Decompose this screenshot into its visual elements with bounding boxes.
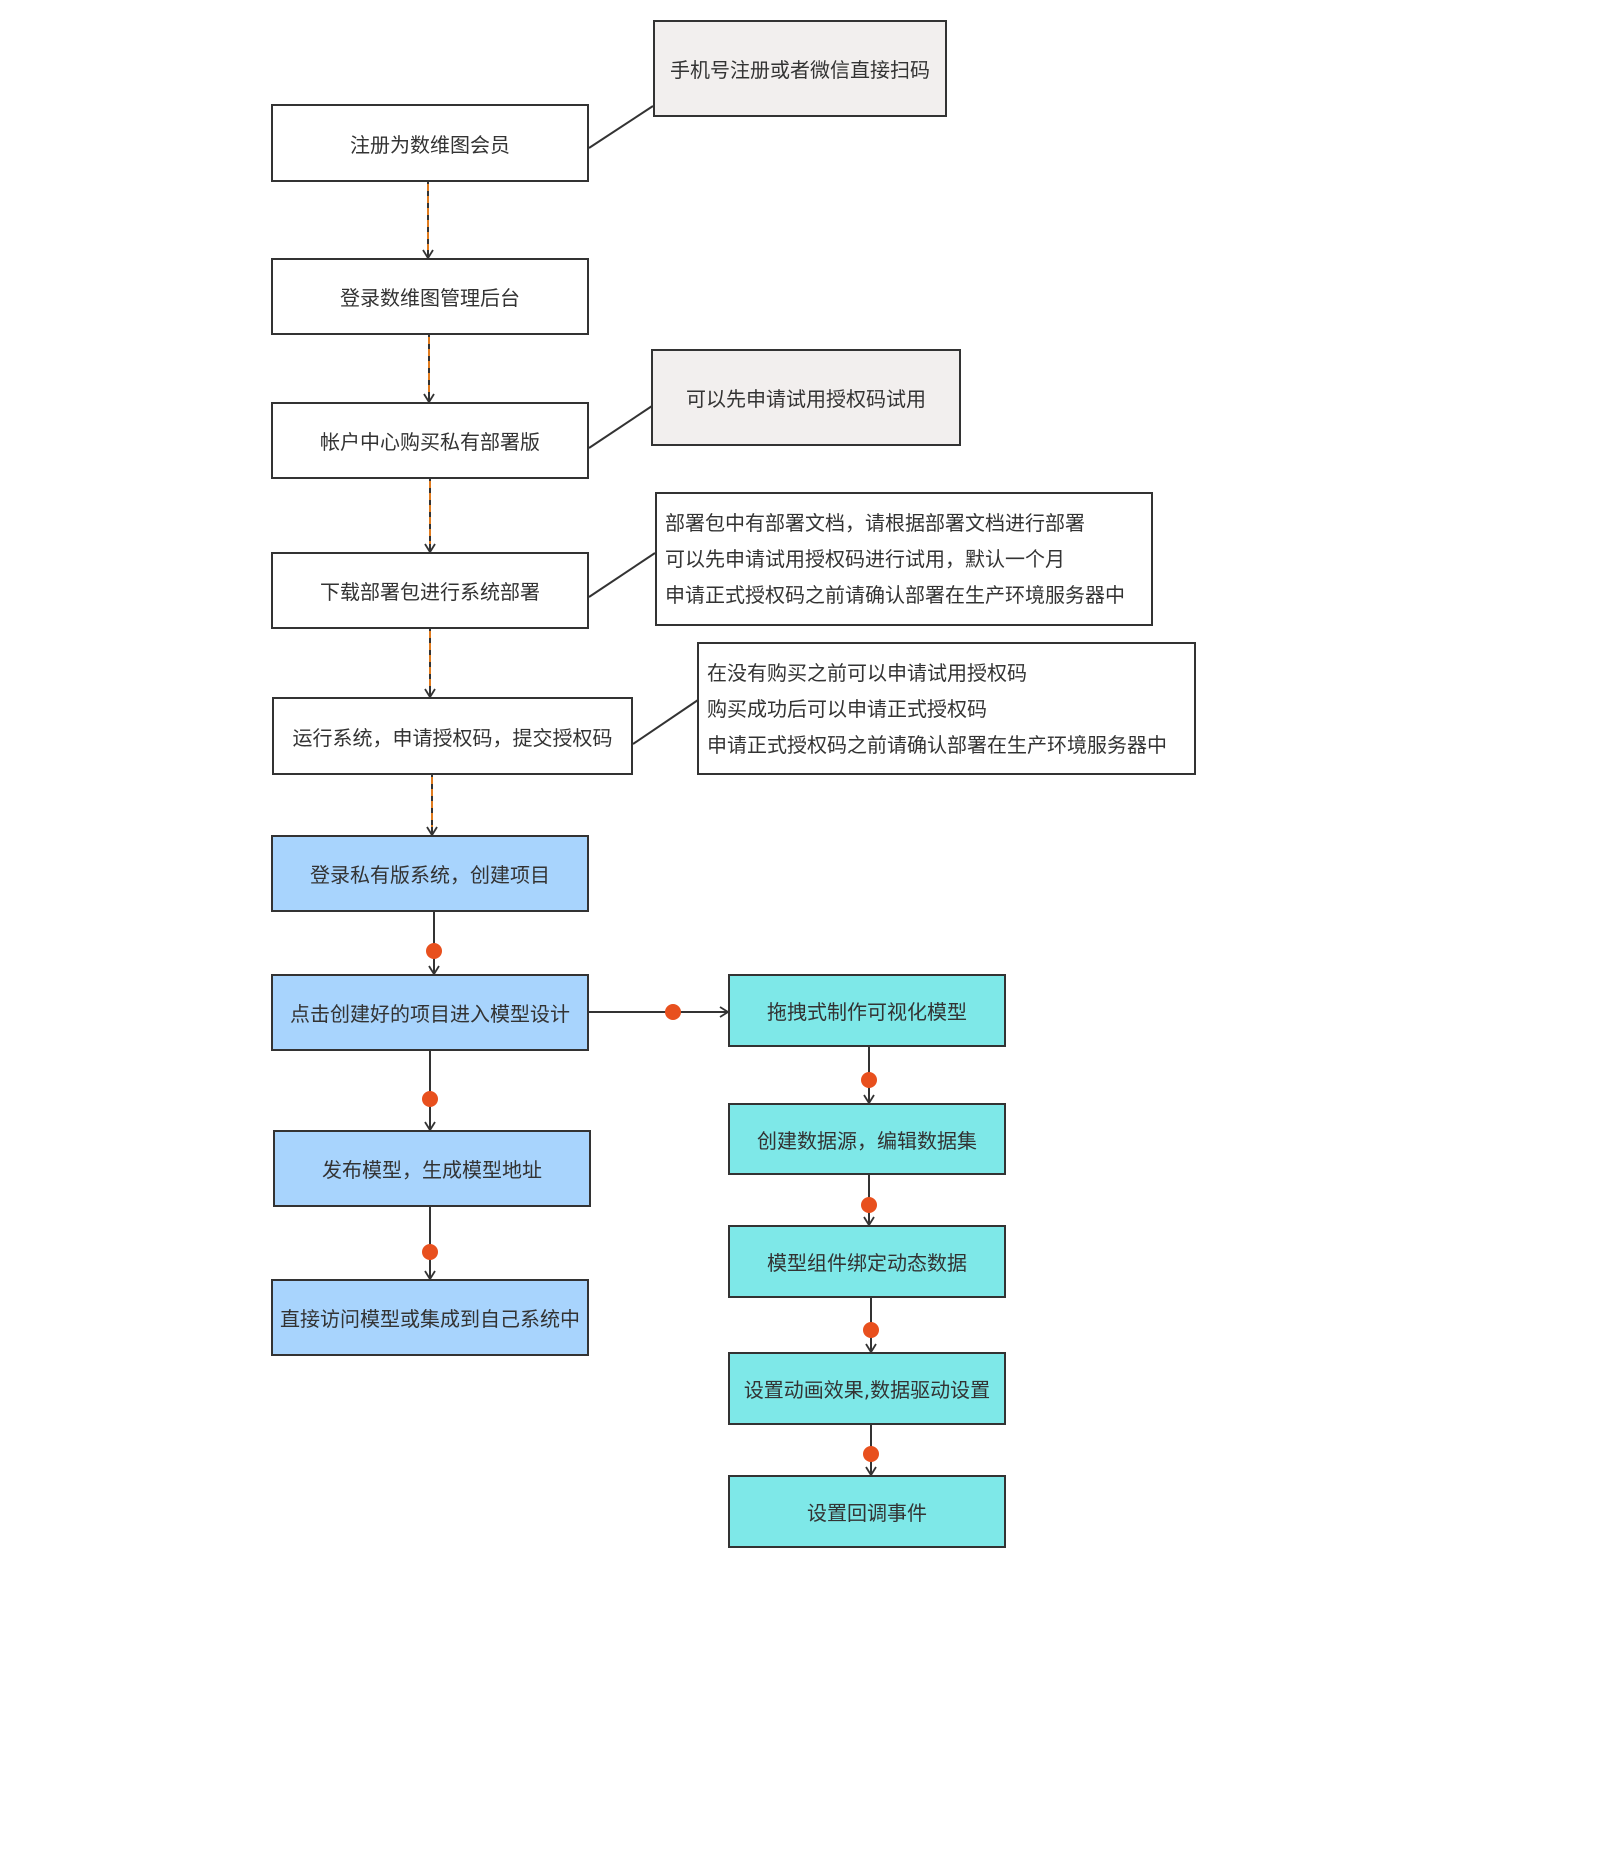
arrow-drag-datasource	[861, 1047, 877, 1105]
node-access-label: 直接访问模型或集成到自己系统中	[280, 1307, 580, 1331]
connector-dot	[861, 1197, 877, 1213]
node-create-project: 登录私有版系统，创建项目	[271, 835, 589, 912]
connector-dot	[863, 1322, 879, 1338]
node-download: 下载部署包进行系统部署	[271, 552, 589, 629]
node-login-admin-label: 登录数维图管理后台	[340, 286, 520, 310]
node-download-label: 下载部署包进行系统部署	[320, 580, 540, 604]
note-download-line-1: 部署包中有部署文档，请根据部署文档进行部署	[665, 511, 1085, 535]
connector-dot	[863, 1446, 879, 1462]
note-connector-buy	[588, 405, 653, 449]
note-download: 部署包中有部署文档，请根据部署文档进行部署 可以先申请试用授权码进行试用，默认一…	[655, 492, 1153, 626]
node-run: 运行系统，申请授权码，提交授权码	[272, 697, 633, 775]
node-publish: 发布模型，生成模型地址	[273, 1130, 591, 1207]
arrow-create-design	[426, 912, 442, 976]
arrow-datasource-bind	[861, 1175, 877, 1227]
node-animation: 设置动画效果,数据驱动设置	[728, 1352, 1006, 1425]
node-register-label: 注册为数维图会员	[350, 132, 510, 157]
connector-dot	[422, 1244, 438, 1260]
node-create-project-label: 登录私有版系统，创建项目	[310, 863, 550, 887]
note-buy: 可以先申请试用授权码试用	[651, 349, 961, 446]
note-register-label: 手机号注册或者微信直接扫码	[670, 58, 930, 82]
note-run: 在没有购买之前可以申请试用授权码 购买成功后可以申请正式授权码 申请正式授权码之…	[697, 642, 1196, 775]
flowchart: 注册为数维图会员 手机号注册或者微信直接扫码 登录数维图管理后台 帐户中心购买私…	[271, 20, 1196, 1548]
node-callback-label: 设置回调事件	[807, 1501, 927, 1525]
node-drag-model-label: 拖拽式制作可视化模型	[767, 1000, 967, 1024]
arrow-design-drag	[589, 1004, 730, 1020]
node-bind-data: 模型组件绑定动态数据	[728, 1225, 1006, 1298]
connectors-layer	[422, 105, 879, 1477]
node-animation-label: 设置动画效果,数据驱动设置	[743, 1378, 991, 1402]
node-publish-label: 发布模型，生成模型地址	[322, 1158, 542, 1182]
note-connector-download	[588, 552, 656, 598]
node-bind-data-label: 模型组件绑定动态数据	[767, 1251, 967, 1275]
node-run-label: 运行系统，申请授权码，提交授权码	[292, 725, 613, 750]
node-buy: 帐户中心购买私有部署版	[271, 402, 589, 479]
node-register: 注册为数维图会员	[271, 104, 589, 182]
arrow-bind-animation	[863, 1298, 879, 1354]
arrow-design-publish	[422, 1051, 438, 1132]
node-drag-model: 拖拽式制作可视化模型	[728, 974, 1006, 1047]
arrow-animation-callback	[863, 1425, 879, 1477]
node-enter-design-label: 点击创建好的项目进入模型设计	[290, 1002, 570, 1026]
connector-dot	[422, 1091, 438, 1107]
connector-dot	[426, 943, 442, 959]
note-connector-register	[588, 105, 654, 149]
note-download-line-3: 申请正式授权码之前请确认部署在生产环境服务器中	[665, 583, 1125, 607]
note-download-line-2: 可以先申请试用授权码进行试用，默认一个月	[665, 547, 1065, 571]
note-run-line-3: 申请正式授权码之前请确认部署在生产环境服务器中	[707, 732, 1167, 757]
node-callback: 设置回调事件	[728, 1475, 1006, 1548]
node-access: 直接访问模型或集成到自己系统中	[271, 1279, 589, 1356]
arrow-publish-access	[422, 1207, 438, 1281]
node-datasource-label: 创建数据源，编辑数据集	[757, 1128, 977, 1153]
note-buy-label: 可以先申请试用授权码试用	[686, 387, 926, 411]
node-login-admin: 登录数维图管理后台	[271, 258, 589, 335]
note-run-line-2: 购买成功后可以申请正式授权码	[707, 696, 987, 721]
node-buy-label: 帐户中心购买私有部署版	[320, 430, 540, 454]
note-connector-run	[632, 699, 699, 745]
note-run-line-1: 在没有购买之前可以申请试用授权码	[707, 660, 1027, 685]
connector-dot	[861, 1072, 877, 1088]
node-enter-design: 点击创建好的项目进入模型设计	[271, 974, 589, 1051]
connector-dot	[665, 1004, 681, 1020]
note-register: 手机号注册或者微信直接扫码	[653, 20, 947, 117]
node-datasource: 创建数据源，编辑数据集	[728, 1103, 1006, 1175]
